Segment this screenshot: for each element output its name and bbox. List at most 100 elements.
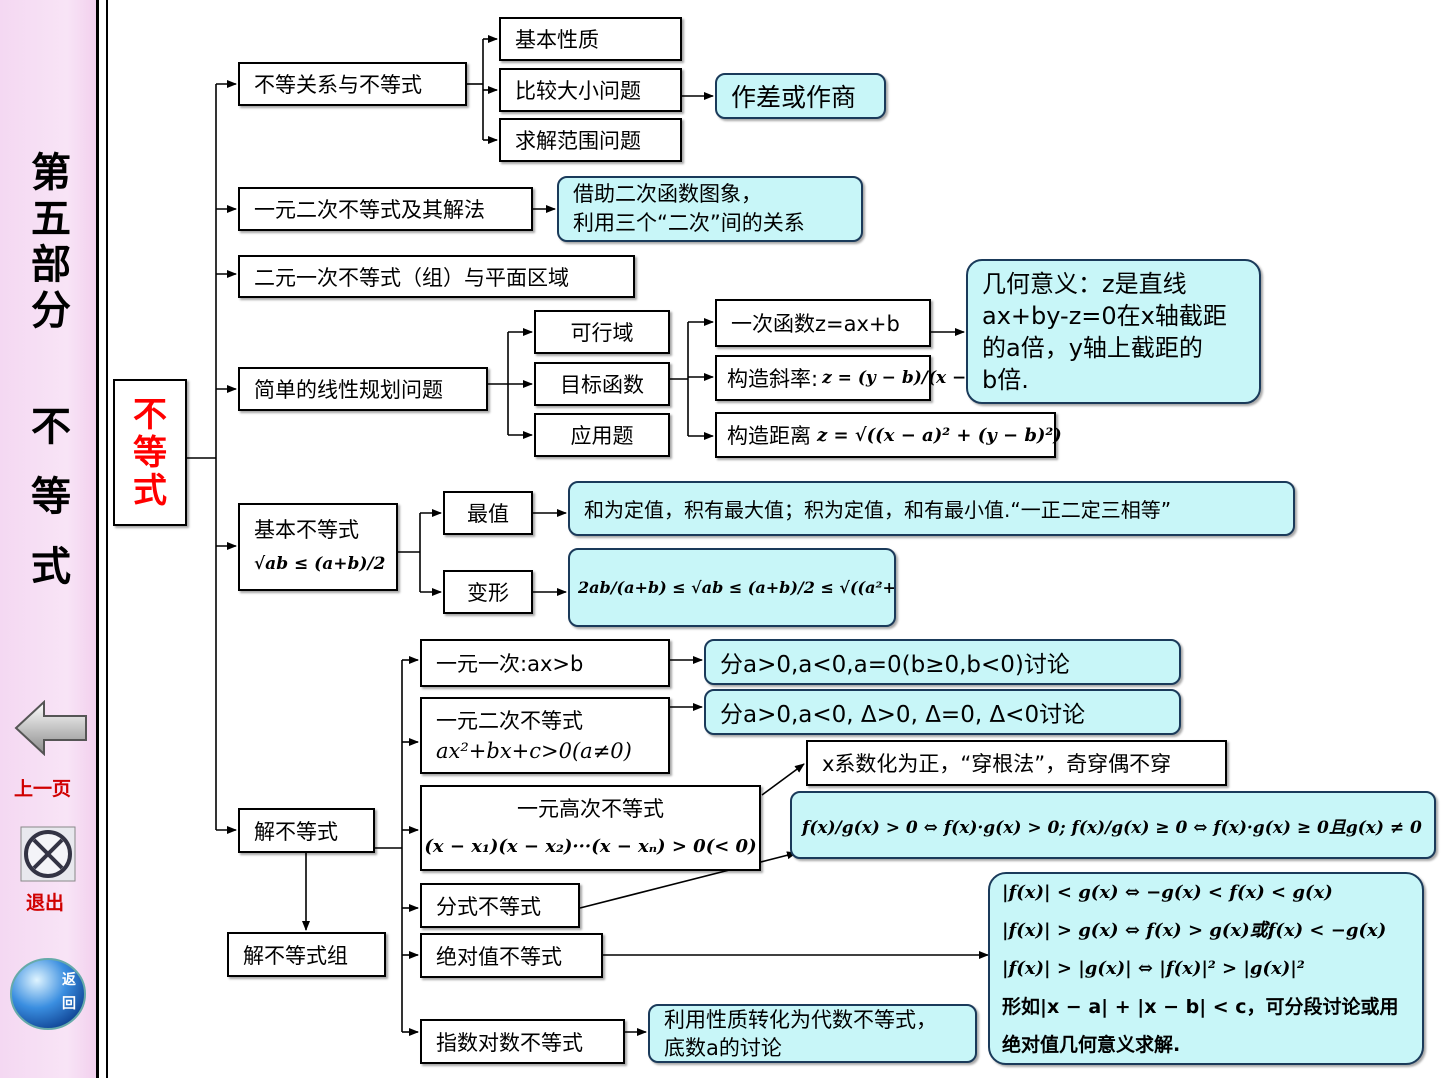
note-text: x系数化为正，“穿根法”，奇穿偶不穿	[822, 752, 1172, 776]
node-label: 一次函数z=ax+b	[731, 312, 900, 336]
node-range-problem: 求解范围问题	[499, 118, 682, 162]
root-node: 不 等 式	[113, 379, 187, 526]
node-label: 分式不等式	[436, 894, 541, 919]
note-absolute-rules: |f(x)| < g(x) ⇔ −g(x) < f(x) < g(x) |f(x…	[988, 872, 1424, 1065]
note-fraction-rule: f(x)/g(x) > 0 ⇔ f(x)·g(x) > 0; f(x)/g(x)…	[790, 791, 1436, 859]
note-line: |f(x)| > g(x) ⇔ f(x) > g(x)或f(x) < −g(x)	[1002, 919, 1387, 941]
subtitle-char: 式	[31, 543, 71, 590]
note-exp-log: 利用性质转化为代数不等式， 底数a的讨论	[648, 1004, 977, 1063]
node-basic-properties: 基本性质	[499, 17, 682, 61]
branch-linear-region: 二元一次不等式（组）与平面区域	[238, 255, 635, 298]
node-label: 指数对数不等式	[436, 1030, 583, 1055]
return-orb-icon	[10, 958, 86, 1030]
sidebar-divider	[106, 0, 108, 1078]
prev-page-label: 上一页	[14, 778, 72, 800]
note-line: 形如|x − a| + |x − b| < c，可分段讨论或用	[1002, 995, 1399, 1018]
method-slope: 构造斜率: z = (y − b)/(x − a)	[715, 355, 991, 401]
node-label: 构造距离	[727, 424, 811, 448]
node-label: 一元二次不等式	[436, 708, 583, 733]
note-line: 几何意义：z是直线	[982, 269, 1187, 298]
exit-button[interactable]: 退出	[20, 826, 86, 916]
transform-formula: 2ab/(a+b) ≤ √ab ≤ (a+b)/2 ≤ √((a²+b²)/2)	[578, 578, 896, 597]
return-char: 回	[62, 996, 76, 1012]
root-char: 不	[133, 394, 167, 435]
node-label: 不等关系与不等式	[254, 73, 422, 97]
exit-label: 退出	[26, 892, 65, 914]
node-label: 一元高次不等式	[517, 797, 664, 821]
method-linear-function: 一次函数z=ax+b	[715, 299, 931, 347]
note-text: f(x)/g(x) > 0 ⇔ f(x)·g(x) > 0; f(x)/g(x)…	[802, 817, 1422, 838]
node-formula: ax²+bx+c>0(a≠0)	[436, 738, 632, 763]
note-line: |f(x)| > |g(x)| ⇔ |f(x)|² > |g(x)|²	[1002, 957, 1305, 979]
node-application: 应用题	[534, 413, 670, 457]
sidebar-divider	[96, 0, 99, 1078]
return-button[interactable]: 返 回	[8, 956, 88, 1032]
title-char: 部	[31, 241, 71, 288]
note-text: 分a>0,a<0, Δ>0, Δ=0, Δ<0讨论	[720, 702, 1086, 728]
distance-formula: z = √((x − a)² + (y − b)²)	[817, 424, 1062, 446]
branch-basic-inequality: 基本不等式 √ab ≤ (a+b)/2	[238, 503, 398, 591]
branch-linear-programming: 简单的线性规划问题	[238, 367, 488, 411]
note-line: ax+by-z=0在x轴截距	[982, 301, 1227, 330]
node-label: 变形	[467, 581, 509, 605]
note-line: 借助二次函数图象，	[573, 182, 762, 206]
subtitle-char: 等	[31, 473, 71, 520]
note-geometric-meaning: 几何意义：z是直线 ax+by-z=0在x轴截距 的a倍，y轴上截距的 b倍.	[966, 259, 1261, 404]
node-higher-degree: 一元高次不等式 (x − x₁)(x − x₂)···(x − xₙ) > 0(…	[420, 785, 761, 871]
branch-solve-inequality: 解不等式	[238, 808, 375, 853]
node-label: 一元一次:ax>b	[436, 652, 584, 676]
back-arrow-icon	[14, 699, 87, 757]
node-label: 求解范围问题	[515, 129, 641, 153]
slope-formula: z = (y − b)/(x − a)	[822, 368, 992, 388]
return-char: 返	[62, 972, 76, 988]
title-char: 五	[31, 195, 71, 242]
node-label: 二元一次不等式（组）与平面区域	[254, 265, 569, 290]
node-formula: (x − x₁)(x − x₂)···(x − xₙ) > 0(< 0)	[424, 836, 757, 857]
node-fraction-inequality: 分式不等式	[420, 883, 580, 928]
node-label: 简单的线性规划问题	[254, 378, 443, 402]
node-label: 比较大小问题	[515, 79, 641, 103]
branch-quadratic-inequality: 一元二次不等式及其解法	[238, 187, 533, 231]
branch-inequality-relation: 不等关系与不等式	[238, 62, 467, 106]
node-absolute-inequality: 绝对值不等式	[420, 933, 603, 978]
node-label: 目标函数	[560, 373, 644, 397]
node-extreme-value: 最值	[443, 491, 533, 535]
node-label: 应用题	[570, 424, 634, 448]
return-label: 返 回	[62, 968, 76, 1016]
title-char: 第	[31, 149, 71, 196]
node-label: 解不等式	[254, 819, 338, 844]
note-text: 分a>0,a<0,a=0(b≥0,b<0)讨论	[720, 652, 1070, 678]
note-linear-cases: 分a>0,a<0,a=0(b≥0,b<0)讨论	[704, 639, 1181, 685]
root-char: 式	[133, 470, 167, 511]
note-line: 利用性质转化为代数不等式，	[664, 1007, 937, 1032]
prev-page-button[interactable]: 上一页	[14, 699, 90, 800]
node-linear-one-var: 一元一次:ax>b	[420, 639, 670, 687]
note-quadratic-graph: 借助二次函数图象， 利用三个“二次”间的关系	[557, 176, 863, 242]
node-feasible-region: 可行域	[534, 310, 670, 354]
node-transform: 变形	[443, 570, 533, 614]
amgm-formula: √ab ≤ (a+b)/2	[254, 554, 386, 574]
sidebar: 第 五 部 分 不 等 式 上一页 退出 返 回	[0, 0, 96, 1078]
node-label: 可行域	[570, 321, 634, 345]
title-char: 分	[31, 287, 71, 334]
note-line: 底数a的讨论	[664, 1035, 782, 1060]
note-quadratic-cases: 分a>0,a<0, Δ>0, Δ=0, Δ<0讨论	[704, 689, 1181, 735]
node-label: 基本性质	[515, 28, 599, 52]
node-label: 解不等式组	[243, 943, 348, 968]
note-line: 绝对值几何意义求解.	[1002, 1033, 1181, 1056]
node-objective-function: 目标函数	[534, 362, 670, 406]
note-difference-quotient: 作差或作商	[715, 73, 886, 119]
note-transform-chain: 2ab/(a+b) ≤ √ab ≤ (a+b)/2 ≤ √((a²+b²)/2)	[568, 548, 896, 627]
node-label: 绝对值不等式	[436, 944, 562, 969]
node-inequality-system: 解不等式组	[227, 932, 386, 977]
note-line: 利用三个“二次”间的关系	[573, 211, 805, 235]
method-distance: 构造距离 z = √((x − a)² + (y − b)²)	[715, 412, 1062, 458]
note-extreme-value: 和为定值，积有最大值；积为定值，和有最小值.“一正二定三相等”	[568, 481, 1295, 536]
root-char: 等	[133, 432, 167, 473]
note-line: |f(x)| < g(x) ⇔ −g(x) < f(x) < g(x)	[1002, 881, 1333, 903]
note-line: b倍.	[982, 365, 1029, 394]
sidebar-title: 第 五 部 分	[28, 150, 74, 334]
sidebar-subtitle: 不 等 式	[28, 392, 74, 602]
node-label: 基本不等式	[254, 518, 359, 542]
note-line: 的a倍，y轴上截距的	[982, 333, 1203, 362]
